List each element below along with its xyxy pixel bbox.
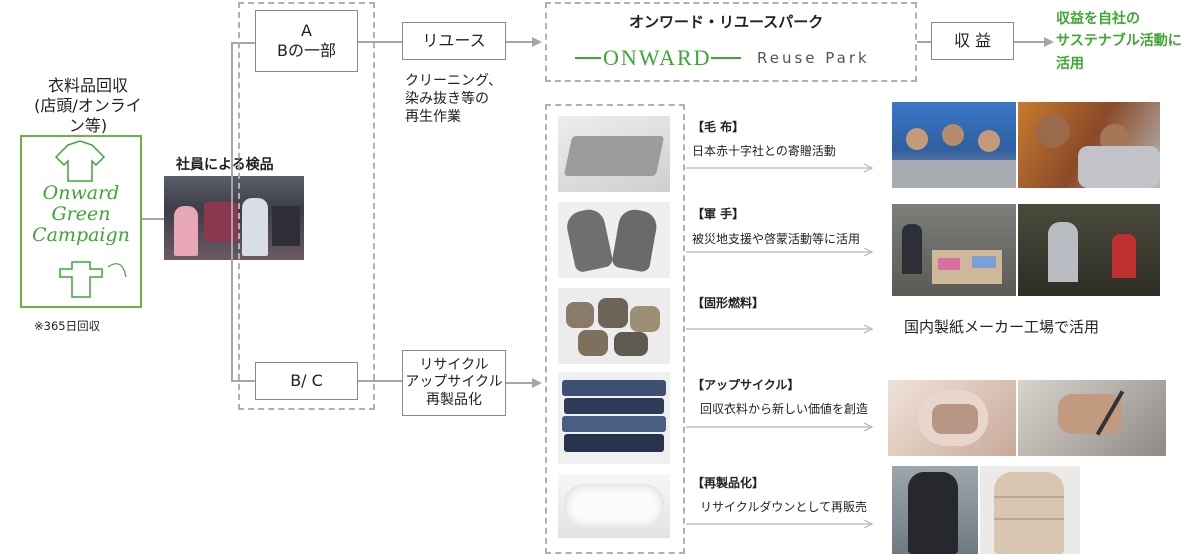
item-blanket-desc: 日本赤十字社との寄贈活動: [692, 144, 836, 158]
grade-ab-box: A Bの一部: [255, 10, 358, 72]
item-gloves-desc: 被災地支援や啓蒙活動等に活用: [692, 232, 861, 246]
down-coat-photo-2: [980, 466, 1080, 554]
grade-group: [238, 2, 375, 410]
connector: [231, 380, 255, 382]
grade-bc-box: B/ C: [255, 362, 358, 400]
remanufacture-label: 再製品化: [426, 391, 482, 408]
gloves-photo: [558, 202, 670, 278]
profit-use-line2: サステナブル活動に: [1056, 33, 1182, 50]
denim-photo: [558, 372, 670, 464]
recycle-label: リサイクル: [419, 356, 489, 373]
arrow-right-icon: [506, 37, 542, 47]
down-coat-photo-1: [892, 466, 978, 554]
item-upcycle-title: 【アップサイクル】: [692, 378, 800, 392]
inspection-label: 社員による検品: [176, 157, 274, 173]
inspection-photo: [164, 176, 304, 260]
connector: [358, 380, 402, 382]
arrow-right-icon: [686, 163, 874, 173]
solid-fuel-photo: [558, 288, 670, 364]
item-fuel-title: 【固形燃料】: [692, 296, 765, 310]
profit-box: 収 益: [931, 22, 1014, 60]
recycle-box: リサイクル アップサイクル 再製品化: [402, 350, 506, 416]
reuse-label: リユース: [422, 31, 486, 50]
logo-text-onward: Onward: [42, 182, 120, 204]
profit-label: 収 益: [953, 31, 992, 50]
materials-column: [545, 104, 685, 554]
arrow-right-icon: [686, 324, 874, 334]
reuse-process-line3: 再生作業: [405, 109, 461, 126]
collection-title-line2: (店頭/オンライン等): [34, 96, 142, 135]
blanket-donation-photo-1: [892, 102, 1016, 188]
blanket-photo: [558, 116, 670, 192]
logo-text-campaign: Campaign: [32, 223, 130, 246]
profit-use-line3: 活用: [1056, 55, 1084, 72]
connector: [142, 218, 164, 220]
item-upcycle-desc: 回収衣料から新しい価値を創造: [700, 402, 869, 416]
reuse-process-line2: 染み抜き等の: [405, 91, 489, 108]
logo-text-green: Green: [51, 202, 111, 225]
arrow-right-icon: [917, 41, 931, 43]
item-blanket-title: 【毛 布】: [692, 120, 745, 134]
item-remanufacture-title: 【再製品化】: [692, 476, 765, 490]
disaster-support-photo-1: [892, 204, 1016, 296]
disaster-support-photo-2: [1018, 204, 1160, 296]
arrow-right-icon: [686, 519, 874, 529]
onward-logo-text: ONWARD: [603, 45, 712, 70]
reuse-park-title: オンワード・リユースパーク: [629, 13, 824, 31]
reuse-park-logo-text: Reuse Park: [757, 49, 870, 67]
item-gloves-title: 【軍 手】: [692, 207, 745, 221]
recycled-down-photo: [558, 474, 670, 538]
upcycle-photo-1: [888, 380, 1016, 456]
blanket-donation-photo-2: [1018, 102, 1160, 188]
grade-b-part-label: Bの一部: [277, 41, 336, 60]
arrow-right-icon: [506, 378, 542, 388]
reuse-box: リユース: [402, 22, 506, 60]
collection-title: 衣料品回収 (店頭/オンライン等): [28, 76, 148, 136]
connector: [231, 42, 255, 44]
item-remanufacture-desc: リサイクルダウンとして再販売: [700, 500, 868, 514]
collection-title-line1: 衣料品回収: [47, 76, 128, 95]
arrow-right-icon: [686, 422, 874, 432]
reuse-process-text: クリーニング、 染み抜き等の 再生作業: [405, 72, 502, 127]
profit-use-text: 収益を自社の サステナブル活動に 活用: [1056, 8, 1182, 75]
onward-green-campaign-logo: Onward Green Campaign: [20, 135, 142, 308]
arrow-right-icon: [1014, 37, 1054, 47]
grade-bc-label: B/ C: [290, 371, 323, 390]
connector: [358, 41, 402, 43]
onward-reuse-park-logo: ONWARD Reuse Park: [575, 45, 895, 70]
grade-a-label: A: [301, 21, 312, 40]
shirt-outline-icon: [54, 140, 127, 298]
upcycle-photo-2: [1018, 380, 1166, 456]
profit-use-line1: 収益を自社の: [1056, 11, 1140, 27]
upcycle-label: アップサイクル: [405, 374, 503, 391]
item-fuel-result: 国内製紙メーカー工場で活用: [904, 318, 1100, 336]
reuse-park-box: [545, 2, 917, 82]
collection-note: ※365日回収: [34, 319, 101, 333]
arrow-right-icon: [686, 247, 874, 257]
connector: [231, 42, 233, 382]
reuse-process-line1: クリーニング、: [405, 73, 503, 89]
